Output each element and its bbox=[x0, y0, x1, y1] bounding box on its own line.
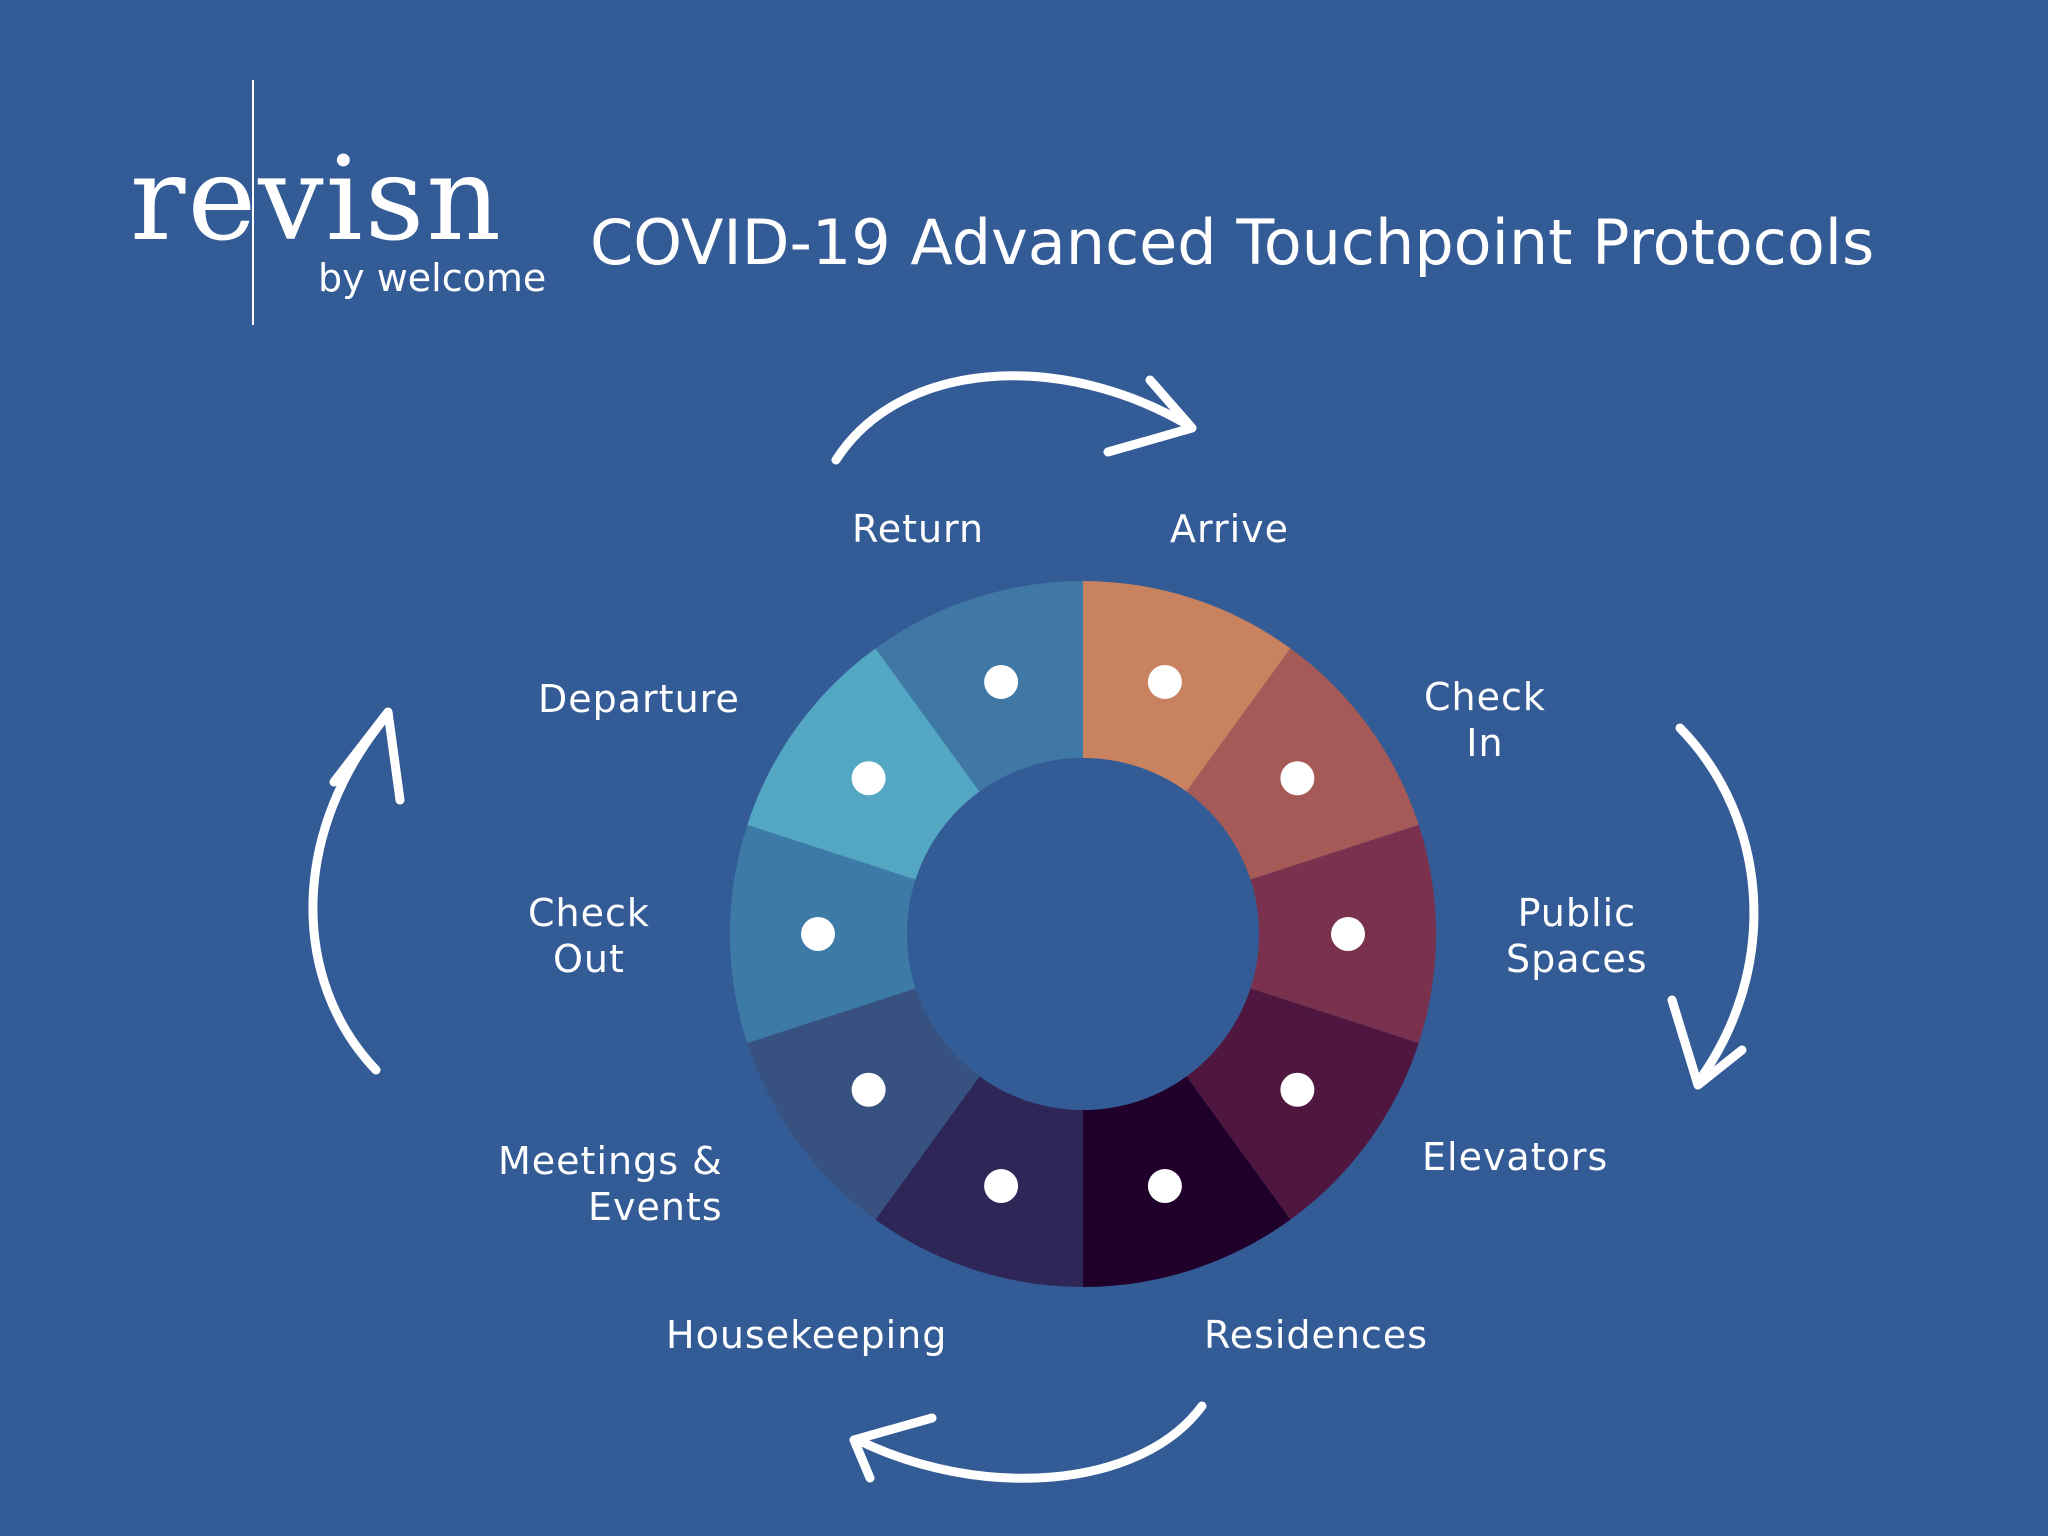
segment-label-check-in: Check In bbox=[1424, 675, 1546, 765]
segment-label-elevators: Elevators bbox=[1422, 1135, 1609, 1179]
arrow-left-icon bbox=[308, 707, 405, 1075]
segment-dot bbox=[851, 761, 886, 796]
segment-label-housekeeping: Housekeeping bbox=[666, 1313, 948, 1357]
wheel-segment-housekeeping bbox=[875, 1076, 1083, 1287]
segment-dot bbox=[851, 1072, 886, 1107]
segment-dot bbox=[1331, 917, 1365, 951]
segment-label-meetings-events: Meetings & Events bbox=[498, 1139, 723, 1229]
logo-wordmark: revisn bbox=[130, 132, 503, 267]
wheel-segment-arrive bbox=[1083, 581, 1291, 792]
segment-dot bbox=[1280, 761, 1315, 796]
segment-label-residences: Residences bbox=[1204, 1313, 1429, 1357]
wheel-segment-return bbox=[875, 581, 1083, 792]
arrow-right-icon bbox=[1667, 723, 1759, 1090]
page-title: COVID-19 Advanced Touchpoint Protocols bbox=[590, 206, 1875, 279]
arrow-bottom-icon bbox=[849, 1401, 1207, 1483]
segment-dot bbox=[1147, 1169, 1182, 1204]
segment-label-arrive: Arrive bbox=[1170, 507, 1289, 551]
segment-label-public-spaces: Public Spaces bbox=[1506, 891, 1648, 981]
segment-label-return: Return bbox=[852, 507, 985, 551]
segment-dots bbox=[801, 664, 1365, 1204]
arrow-top-icon bbox=[831, 371, 1197, 465]
segment-dot bbox=[1280, 1072, 1315, 1107]
logo-tagline: by welcome bbox=[318, 256, 547, 300]
segment-label-check-out: Check Out bbox=[528, 891, 650, 981]
segment-dot bbox=[801, 917, 835, 951]
segment-dot bbox=[984, 1169, 1019, 1204]
segment-dot bbox=[1147, 664, 1182, 699]
wheel-segment-residences bbox=[1083, 1076, 1291, 1287]
segment-label-departure: Departure bbox=[538, 677, 740, 721]
segment-dot bbox=[984, 664, 1019, 699]
logo-divider bbox=[252, 80, 254, 325]
wheel-center bbox=[907, 758, 1259, 1110]
